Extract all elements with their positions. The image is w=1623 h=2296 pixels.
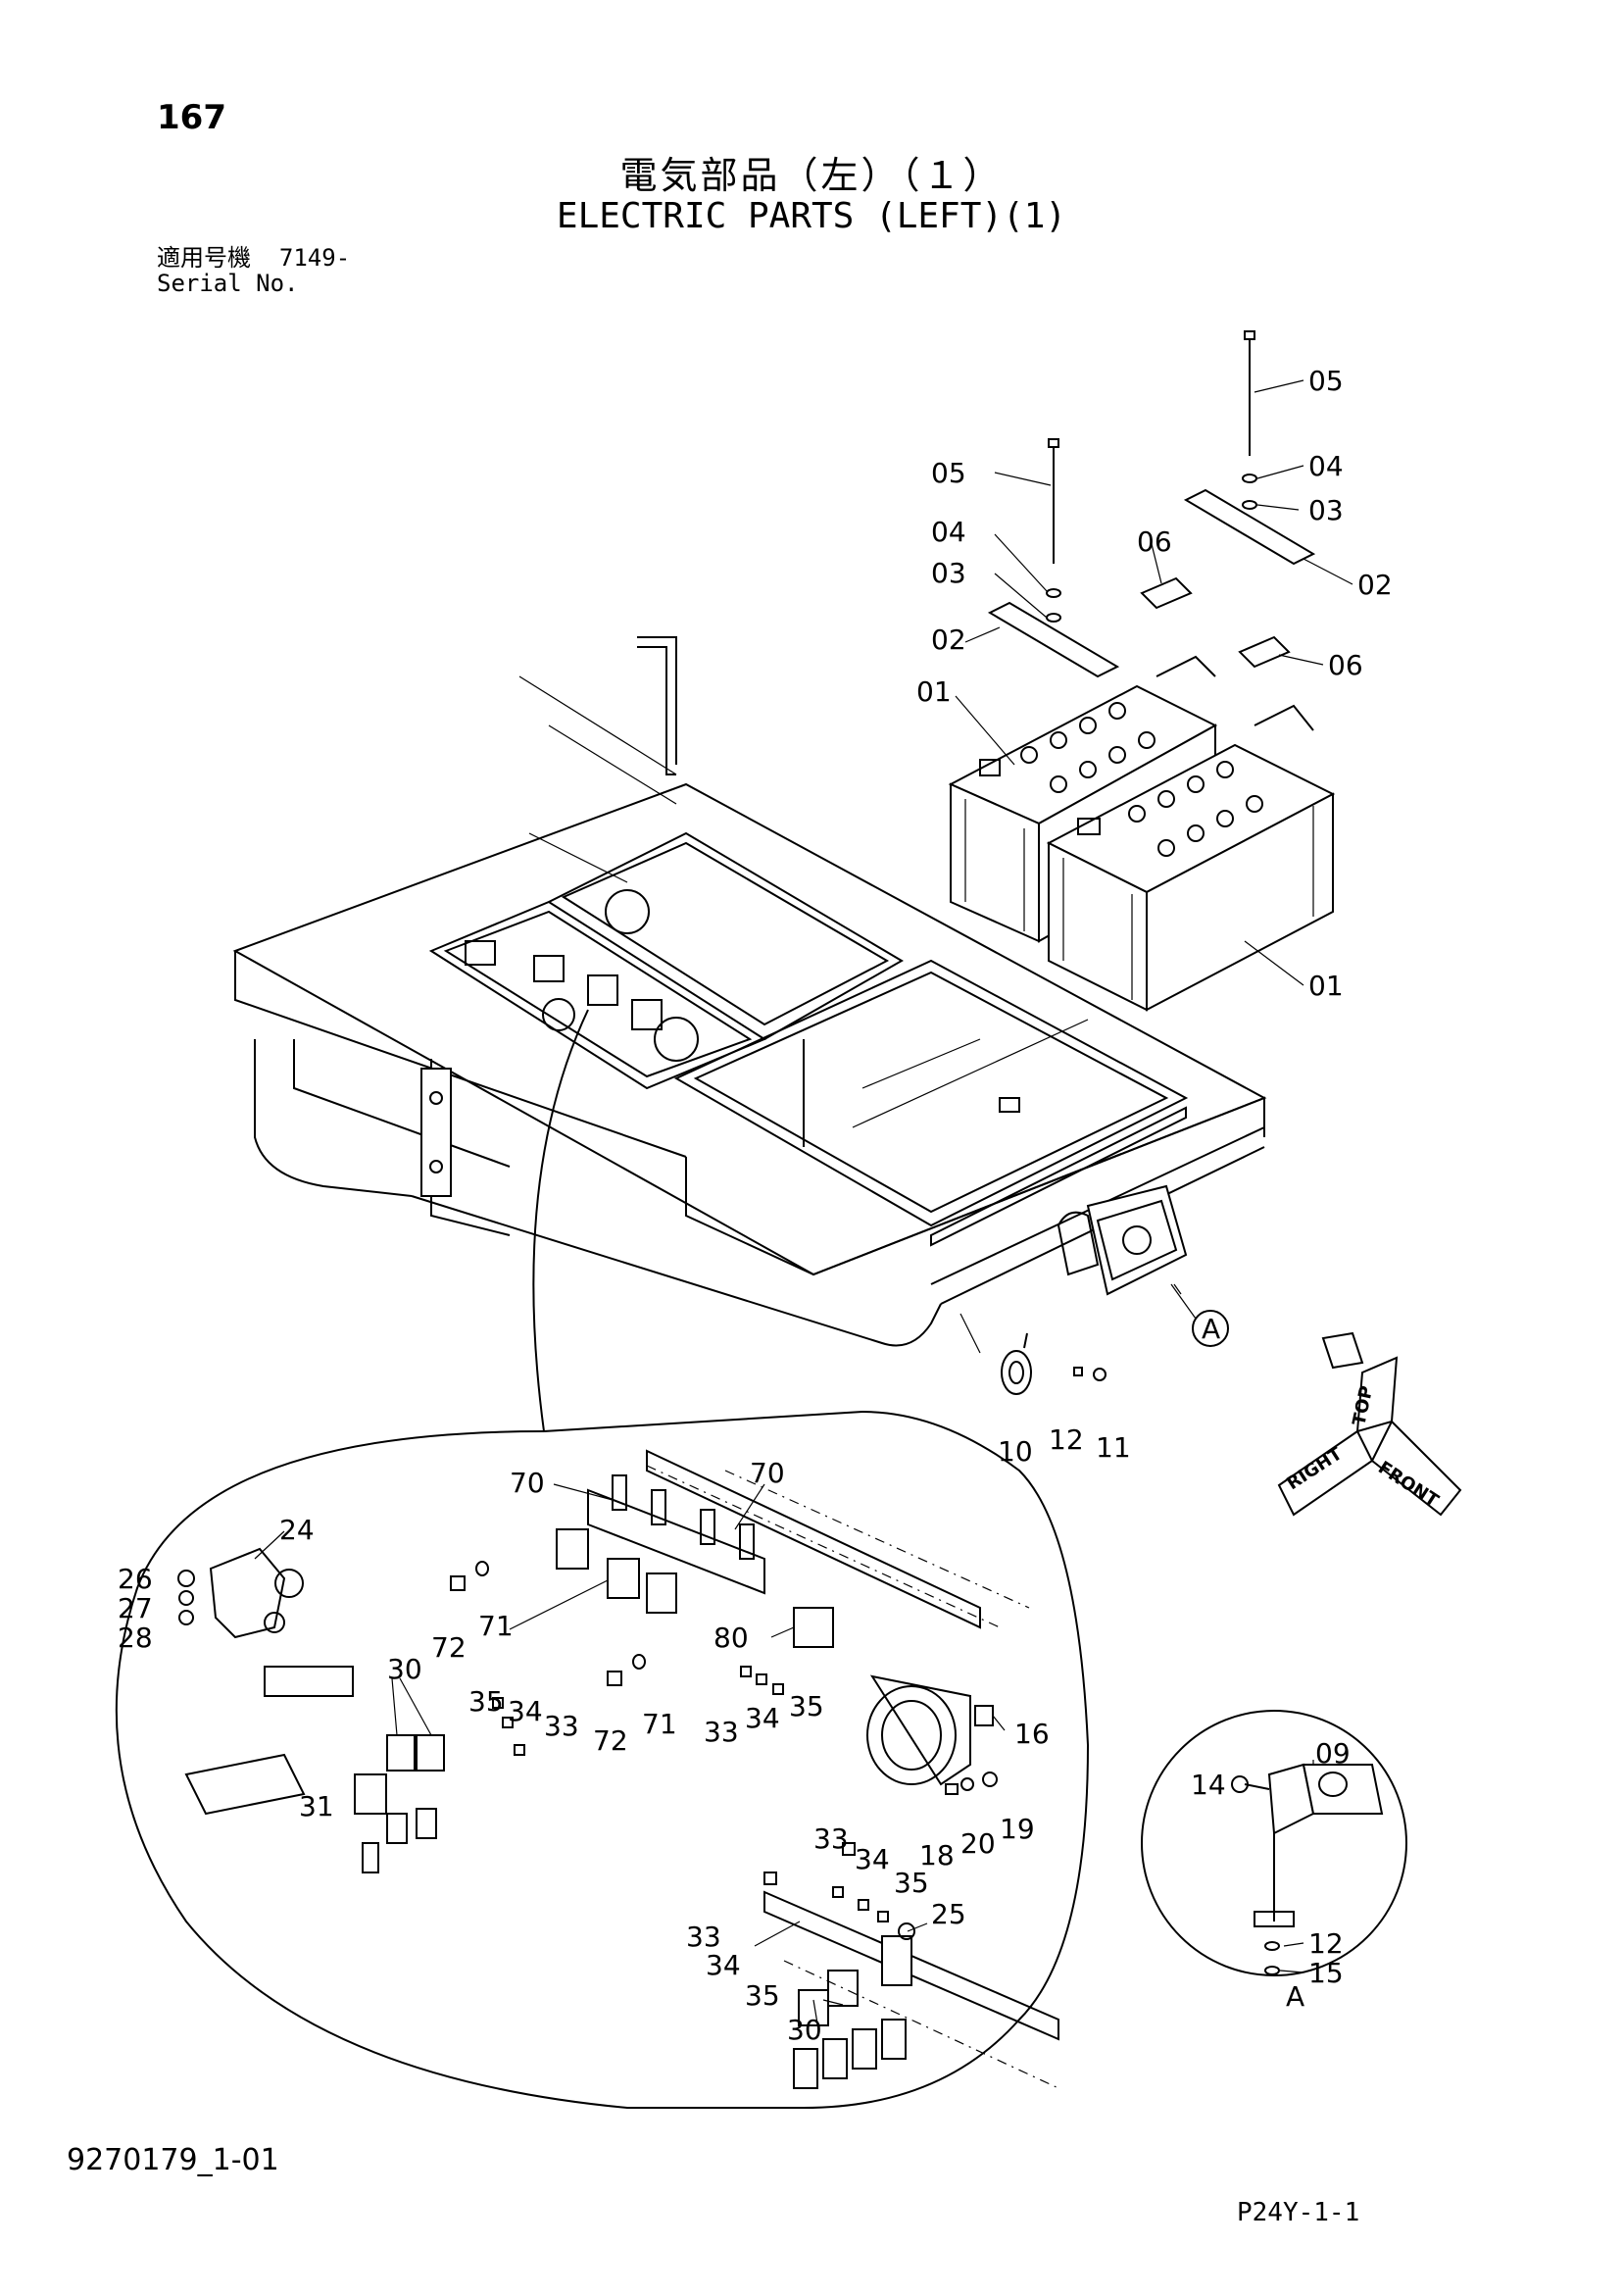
callout-33-a: 33 xyxy=(544,1710,579,1742)
callout-20: 20 xyxy=(960,1827,996,1860)
callout-71-a: 71 xyxy=(478,1610,514,1642)
page-title-japanese: 電気部品（左）（１） xyxy=(619,154,1004,197)
callout-06-top: 06 xyxy=(1137,525,1172,558)
callout-35-d: 35 xyxy=(745,1979,780,2012)
callout-70-b: 70 xyxy=(750,1457,785,1489)
callout-27: 27 xyxy=(118,1592,153,1624)
callout-12-view-a: 12 xyxy=(1308,1927,1344,1960)
callout-31: 31 xyxy=(299,1790,334,1822)
page-title-english: ELECTRIC PARTS (LEFT)(1) xyxy=(556,196,1067,236)
leader-lines xyxy=(254,379,1353,2030)
callout-12-main: 12 xyxy=(1049,1423,1084,1456)
callout-25: 25 xyxy=(931,1898,966,1930)
callout-26: 26 xyxy=(118,1563,153,1595)
serial-label-en: Serial No. xyxy=(157,270,299,297)
horn-assembly xyxy=(1001,1184,1188,1395)
callout-72-a: 72 xyxy=(431,1631,467,1664)
callout-15: 15 xyxy=(1308,1957,1344,1989)
sheet-code: P24Y-1-1 xyxy=(1237,2198,1360,2227)
callout-34-c: 34 xyxy=(855,1843,890,1875)
battery-right xyxy=(1046,704,1336,1012)
callout-28: 28 xyxy=(118,1622,153,1654)
callout-34-a: 34 xyxy=(508,1695,543,1727)
battery-tray xyxy=(673,959,1189,1247)
callout-34-b: 34 xyxy=(745,1702,780,1734)
callout-24: 24 xyxy=(279,1514,315,1546)
detail-pointer-curve xyxy=(532,1009,589,1432)
callout-14: 14 xyxy=(1191,1769,1226,1801)
callouts-battery: 05 04 03 02 01 06 05 04 03 02 06 01 xyxy=(916,365,1393,1002)
page-number: 167 xyxy=(157,98,226,137)
serial-label-jp: 適用号機 xyxy=(157,244,251,272)
callout-34-d: 34 xyxy=(706,1949,741,1981)
relay-detail-parts xyxy=(177,1449,1059,2089)
callout-04-left: 04 xyxy=(931,516,966,548)
battery-hold-down-hardware xyxy=(987,330,1316,678)
callout-33-c: 33 xyxy=(813,1822,849,1855)
callout-16: 16 xyxy=(1014,1718,1050,1750)
view-a-marker-label: A xyxy=(1202,1313,1220,1345)
callout-72-b: 72 xyxy=(593,1724,628,1757)
callout-33-d: 33 xyxy=(686,1921,721,1953)
serial-row-jp: 適用号機 7149- xyxy=(157,245,350,271)
callout-35-a: 35 xyxy=(468,1685,504,1718)
callout-03-left: 03 xyxy=(931,557,966,589)
serial-value: 7149- xyxy=(278,244,351,272)
callout-09: 09 xyxy=(1315,1737,1351,1770)
callouts-horn: A 10 12 11 xyxy=(998,1310,1229,1468)
callout-70-a: 70 xyxy=(510,1467,545,1499)
callout-11: 11 xyxy=(1096,1431,1131,1464)
callout-19: 19 xyxy=(1000,1813,1035,1845)
callout-18: 18 xyxy=(919,1839,955,1872)
callout-02-right: 02 xyxy=(1357,569,1393,601)
callout-05-right: 05 xyxy=(1308,365,1344,397)
callouts-relay-detail: 70 70 24 26 27 28 72 71 80 30 35 34 33 7… xyxy=(118,1457,1050,2046)
orientation-symbol: TOP RIGHT FRONT xyxy=(1277,1331,1462,1517)
serial-block: 適用号機 7149- Serial No. xyxy=(157,245,350,296)
view-a-detail xyxy=(1141,1710,1407,1976)
callout-01-top: 01 xyxy=(916,675,952,708)
callout-35-b: 35 xyxy=(789,1690,824,1722)
callout-02-left: 02 xyxy=(931,624,966,656)
callout-01-bottom: 01 xyxy=(1308,970,1344,1002)
view-a-caption: A xyxy=(1286,1980,1304,2013)
relay-detail-bubble xyxy=(115,1411,1090,2109)
callout-05-left: 05 xyxy=(931,457,966,489)
view-a-marker-circle xyxy=(1192,1310,1229,1347)
callout-35-c: 35 xyxy=(894,1867,929,1899)
callout-33-b: 33 xyxy=(704,1716,739,1748)
callout-30-a: 30 xyxy=(387,1653,422,1685)
callouts-view-a: 09 14 12 15 A xyxy=(1191,1737,1351,2013)
callout-80: 80 xyxy=(713,1622,749,1654)
callout-71-b: 71 xyxy=(642,1708,677,1740)
chassis-frame xyxy=(232,636,1267,1354)
callout-10: 10 xyxy=(998,1435,1033,1468)
callout-03-right: 03 xyxy=(1308,494,1344,526)
electrical-compartment-box xyxy=(428,831,904,1090)
drawing-code: 9270179_1-01 xyxy=(67,2143,279,2177)
callout-04-right: 04 xyxy=(1308,450,1344,482)
callout-30-b: 30 xyxy=(787,2014,822,2046)
callout-06-right: 06 xyxy=(1328,649,1363,681)
